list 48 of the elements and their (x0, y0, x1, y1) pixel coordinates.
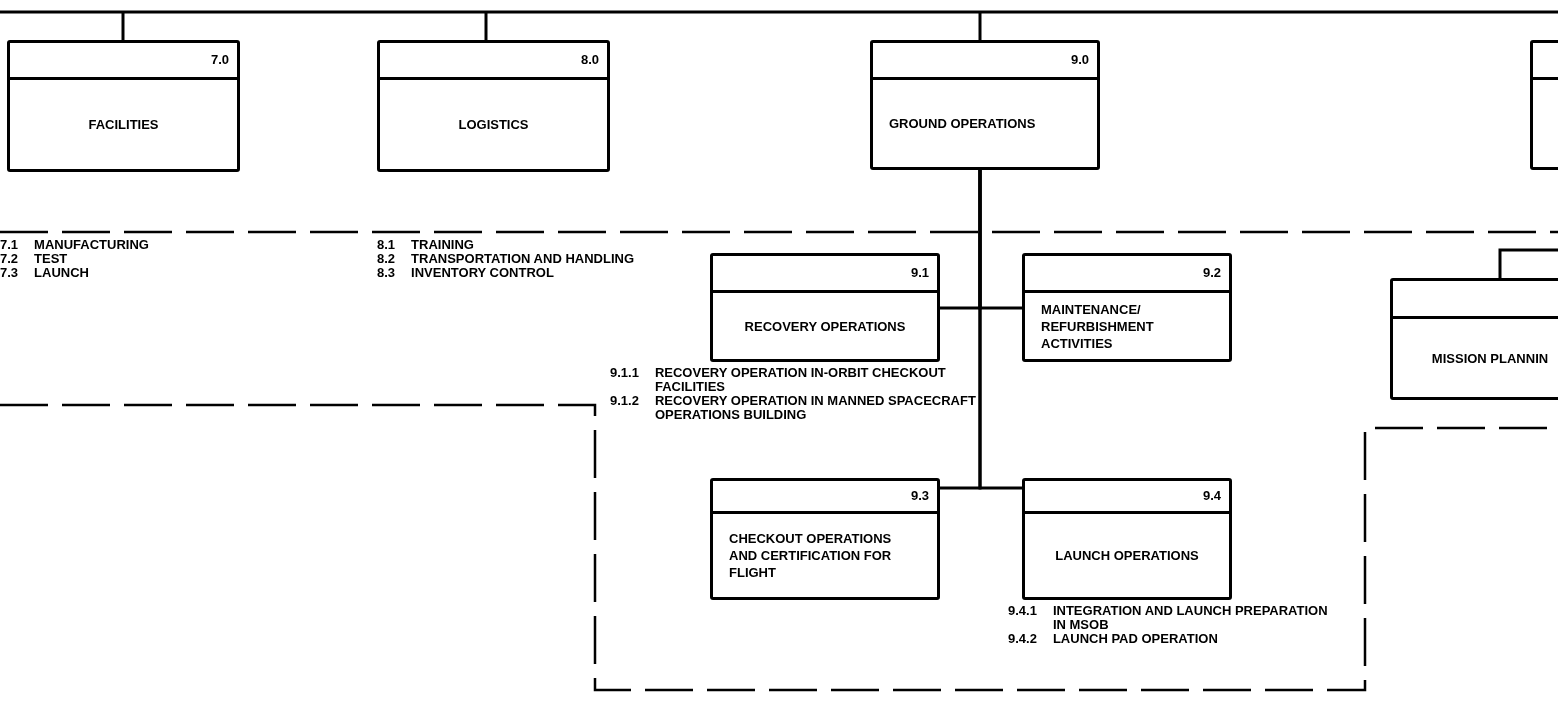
item-number: 9.4.1 (1008, 604, 1037, 620)
item-number: 9.1.1 (610, 366, 639, 382)
sub-item-text: RECOVERY OPERATION IN-ORBIT CHECKOUT FACILITIES (654, 366, 947, 394)
box-title: CHECKOUT OPERATIONS AND CERTIFICATION FOR FLIGHT (729, 530, 893, 581)
box-title: MISSION PLANNIN (1431, 349, 1549, 367)
sub-item-text: INTEGRATION AND LAUNCH PREPARATION IN MSOB (1052, 604, 1329, 632)
wbs-number: 7.0 (210, 51, 229, 70)
sub-item-text: RECOVERY OPERATION IN MANNED SPACECRAFT OPERATIONS BUILDING (654, 394, 977, 422)
wbs-number: 9.4 (1202, 487, 1221, 506)
box-title: LAUNCH OPERATIONS (1055, 547, 1199, 564)
wbs-number: 9.3 (910, 487, 929, 506)
box-title: RECOVERY OPERATIONS (744, 317, 906, 335)
wbs-box (1022, 478, 1232, 600)
item-number: 8.3 (377, 266, 396, 280)
item-number: 9.1.2 (610, 394, 639, 410)
sub-item-text: TEST (34, 252, 69, 266)
sub-item-text: TRANSPORTATION AND HANDLING (411, 252, 635, 266)
wbs-box (710, 253, 940, 362)
item-number: 7.3 (0, 266, 19, 280)
sub-item-text: MANUFACTURING (34, 238, 150, 252)
item-number: 8.1 (377, 238, 396, 252)
box-title: MAINTENANCE/ REFURBISHMENT ACTIVITIES (1041, 300, 1155, 352)
box-title: GROUND OPERATIONS (889, 115, 1036, 132)
wbs-box (1022, 253, 1232, 362)
item-number: 7.2 (0, 252, 19, 266)
connector-line (484, 12, 488, 40)
wbs-number: 9.2 (1202, 264, 1221, 283)
box-title: FACILITIES (88, 116, 159, 133)
item-number: 8.2 (377, 252, 396, 266)
sub-item-text: LAUNCH (34, 266, 90, 280)
wbs-box (377, 40, 610, 172)
wbs-box (7, 40, 240, 172)
sub-item-text: LAUNCH PAD OPERATION (1052, 632, 1219, 646)
wbs-number: 9.1 (910, 264, 929, 283)
item-number: 9.4.2 (1008, 632, 1037, 646)
sub-item-text: TRAINING (411, 238, 475, 252)
connector-line (121, 12, 125, 40)
sub-item-text: INVENTORY CONTROL (411, 266, 555, 280)
wbs-box (710, 478, 940, 600)
wbs-number: 9.0 (1070, 51, 1089, 70)
wbs-box (870, 40, 1100, 170)
item-number: 7.1 (0, 238, 19, 252)
connector-line (1498, 248, 1558, 278)
connector-line (978, 12, 982, 40)
wbs-box (1390, 278, 1558, 400)
box-title: LOGISTICS (458, 116, 529, 133)
connector-line (978, 170, 1022, 490)
wbs-number: 8.0 (580, 51, 599, 70)
